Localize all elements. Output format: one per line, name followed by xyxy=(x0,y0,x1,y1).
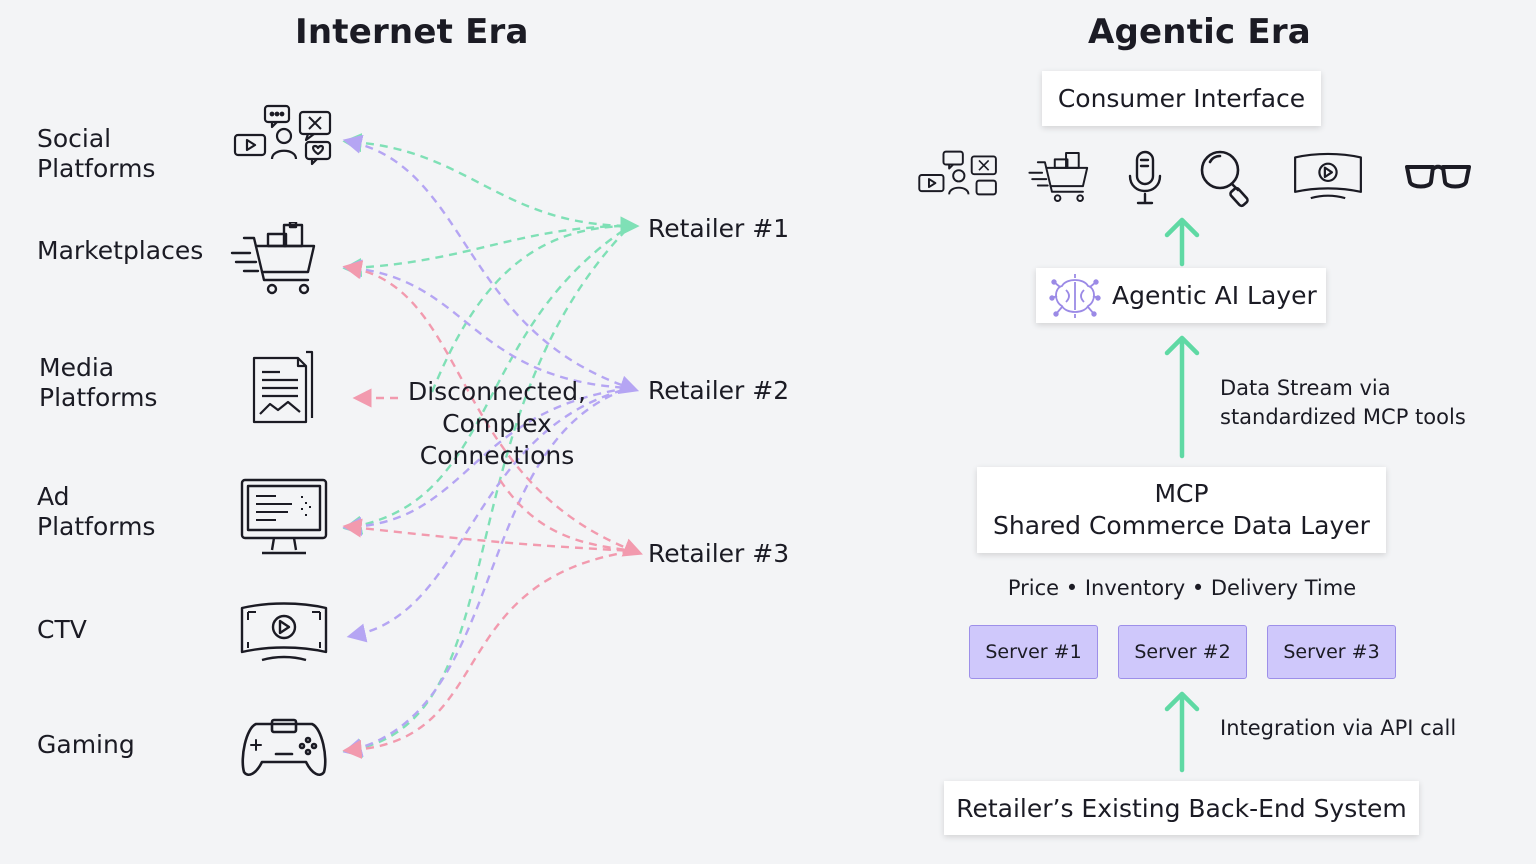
agentic-era-title: Agentic Era xyxy=(1088,12,1311,52)
channel-label-media: Media Platforms xyxy=(39,353,158,412)
retailer-label-2: Retailer #2 xyxy=(648,376,790,405)
data-attributes: Price • Inventory • Delivery Time xyxy=(1007,576,1357,600)
ai-brain-icon xyxy=(1049,273,1101,318)
channel-label-gaming: Gaming xyxy=(37,730,135,759)
social-icon xyxy=(233,104,332,166)
shopping-cart-icon xyxy=(1028,152,1089,202)
channel-label-ad: Ad Platforms xyxy=(37,482,156,541)
agentic-ai-layer-box: Agentic AI Layer xyxy=(1036,268,1326,323)
agentic-ai-layer-label: Agentic AI Layer xyxy=(1112,281,1317,310)
server-box-1: Server #1 xyxy=(969,625,1098,679)
center-label: Disconnected, Complex Connections xyxy=(407,377,587,470)
gamepad-icon xyxy=(241,718,327,776)
social-icon xyxy=(918,150,997,196)
consumer-interface-box: Consumer Interface xyxy=(1042,71,1321,126)
internet-era-title: Internet Era xyxy=(295,12,529,52)
tv-icon xyxy=(1294,152,1362,200)
data-stream-note: Data Stream via standardized MCP tools xyxy=(1220,376,1466,429)
channel-label-social: Social Platforms xyxy=(37,124,156,183)
monitor-icon xyxy=(240,478,328,555)
backend-system-box: Retailer’s Existing Back-End System xyxy=(944,781,1419,835)
channel-label-ctv: CTV xyxy=(37,615,87,644)
server-box-2: Server #2 xyxy=(1118,625,1247,679)
tv-icon xyxy=(240,602,328,662)
channel-label-marketplaces: Marketplaces xyxy=(37,236,204,265)
mcp-shared-data-layer-box: MCP Shared Commerce Data Layer xyxy=(977,467,1386,553)
retailer-label-3: Retailer #3 xyxy=(648,539,790,568)
integration-note: Integration via API call xyxy=(1220,716,1457,740)
server-box-3: Server #3 xyxy=(1267,625,1396,679)
search-icon xyxy=(1200,150,1249,208)
shopping-cart-icon xyxy=(230,222,316,295)
glasses-icon xyxy=(1405,164,1471,189)
document-icon xyxy=(252,350,314,424)
microphone-icon xyxy=(1128,150,1162,205)
retailer-label-1: Retailer #1 xyxy=(648,214,790,243)
